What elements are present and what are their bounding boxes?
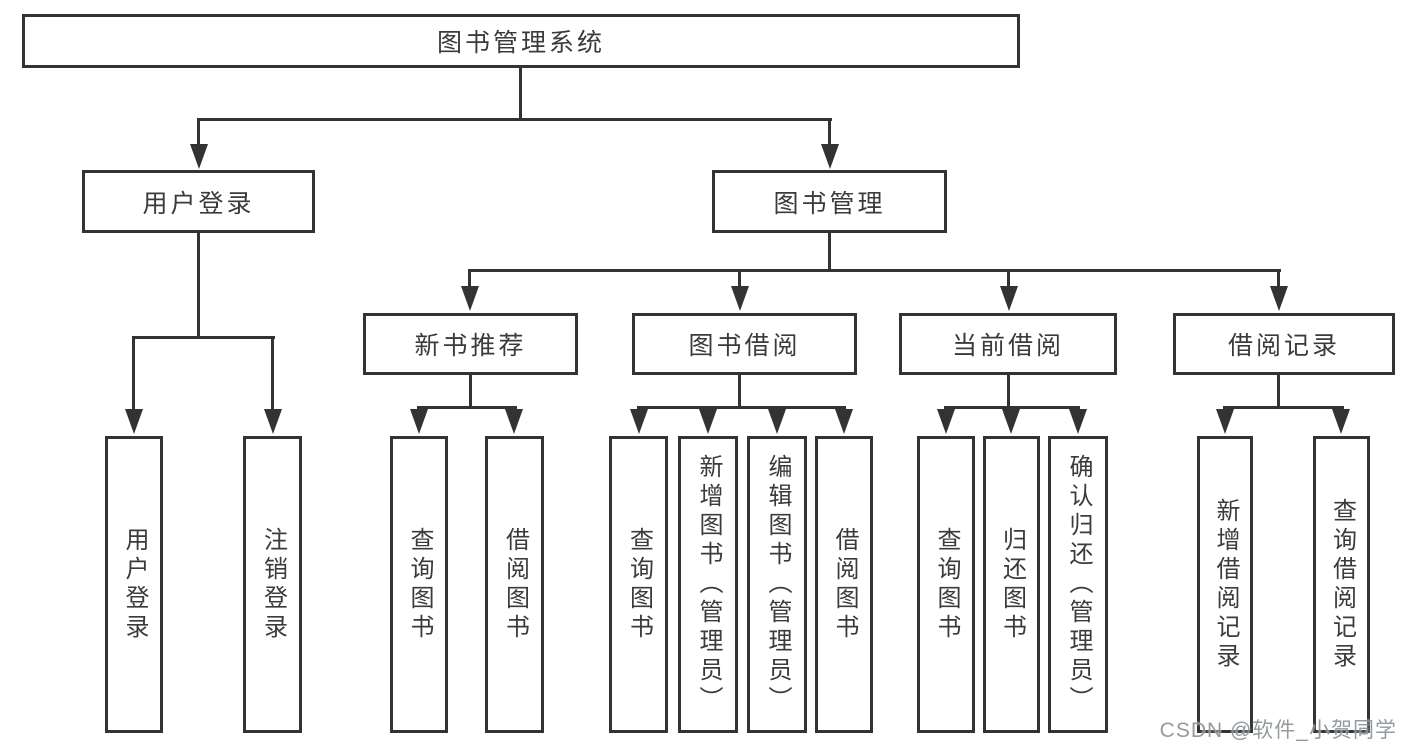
connector-line-horizontal [417,406,517,409]
leaf-return-books: 归还图书 [983,436,1040,733]
arrow-down-icon [1332,409,1350,434]
connector-line-vertical [197,118,200,146]
connector-line-vertical [1277,269,1280,290]
leaf-add-books-admin: 新增图书（管理员） [678,436,738,733]
connector-line-vertical [828,233,831,272]
arrow-down-icon [263,409,282,434]
leaf-label: 确认归还（管理员） [1065,454,1092,715]
leaf-label: 注销登录 [259,526,287,643]
leaf-borrow-books-recommend: 借阅图书 [485,436,544,733]
connector-line-vertical [469,375,472,409]
csdn-watermark: CSDN @软件_小贺同学 [1159,719,1397,742]
leaf-query-books-recommend: 查询图书 [390,436,448,733]
connector-line-vertical [132,336,135,412]
leaf-label: 编辑图书（管理员） [764,454,791,715]
connector-line-vertical [468,269,471,290]
connector-line-vertical [1277,375,1280,409]
arrow-down-icon [629,409,648,434]
leaf-edit-books-admin: 编辑图书（管理员） [747,436,807,733]
leaf-borrow-books-borrowing: 借阅图书 [815,436,873,733]
node-book-management: 图书管理 [712,170,947,233]
connector-line-vertical [738,269,741,290]
leaf-label: 查询图书 [406,526,433,643]
connector-line-vertical [1007,269,1010,290]
arrow-down-icon [1000,286,1018,311]
leaf-label: 新增借阅记录 [1212,497,1239,672]
leaf-label: 查询借阅记录 [1328,497,1356,672]
leaf-label: 查询图书 [933,526,960,643]
leaf-user-login: 用户登录 [105,436,163,733]
arrow-down-icon [125,409,143,434]
leaf-query-books-borrowing: 查询图书 [609,436,668,733]
node-root: 图书管理系统 [22,14,1020,68]
connector-line-horizontal [944,406,1080,409]
arrow-down-icon [461,286,479,311]
leaf-logout: 注销登录 [243,436,302,733]
node-new-book-recommendation: 新书推荐 [363,313,578,375]
connector-line-horizontal [637,406,846,409]
arrow-down-icon [189,144,208,169]
connector-line-vertical [271,336,274,412]
node-book-borrowing: 图书借阅 [632,313,857,375]
leaf-query-books-current: 查询图书 [917,436,975,733]
node-current-borrowing: 当前借阅 [899,313,1117,375]
node-user-login: 用户登录 [82,170,315,233]
connector-line-vertical [828,118,831,146]
arrow-down-icon [410,409,428,434]
connector-line-vertical [519,67,522,120]
connector-line-horizontal [132,336,275,339]
leaf-label: 用户登录 [121,526,148,643]
arrow-down-icon [1216,409,1234,434]
leaf-label: 借阅图书 [501,526,529,643]
leaf-label: 归还图书 [998,526,1026,643]
leaf-label: 新增图书（管理员） [695,454,722,715]
arrow-down-icon [937,409,955,434]
arrow-down-icon [1002,409,1020,434]
leaf-add-borrow-record: 新增借阅记录 [1197,436,1253,733]
connector-line-horizontal [468,269,1281,272]
connector-line-horizontal [1223,406,1344,409]
arrow-down-icon [835,409,853,434]
node-borrowing-records: 借阅记录 [1173,313,1395,375]
leaf-label: 借阅图书 [831,526,858,643]
arrow-down-icon [505,409,523,434]
arrow-down-icon [1069,409,1087,434]
leaf-label: 查询图书 [625,526,653,643]
arrow-down-icon [768,409,786,434]
arrow-down-icon [731,286,749,311]
connector-line-vertical [738,375,741,409]
connector-line-horizontal [197,118,832,121]
leaf-query-borrow-record: 查询借阅记录 [1313,436,1370,733]
connector-line-vertical [1007,375,1010,409]
leaf-confirm-return-admin: 确认归还（管理员） [1048,436,1108,733]
arrow-down-icon [699,409,717,434]
arrow-down-icon [820,144,839,169]
arrow-down-icon [1270,286,1288,311]
connector-line-vertical [197,233,200,337]
